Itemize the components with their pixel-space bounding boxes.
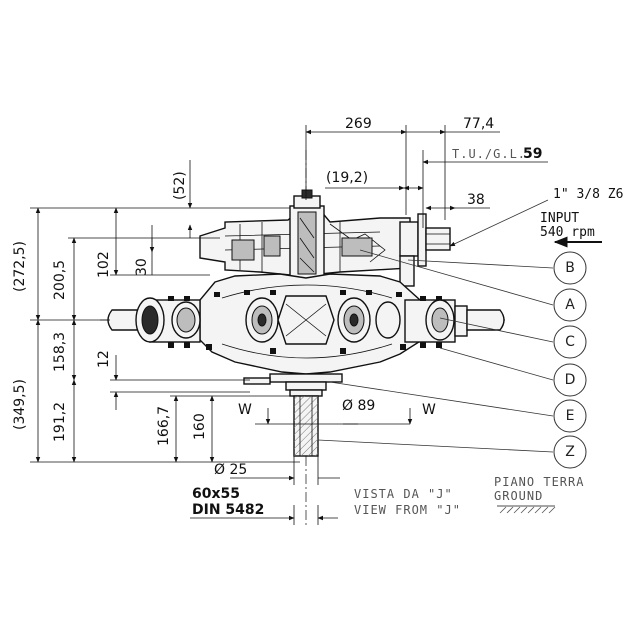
central-bevel-gear	[277, 295, 335, 345]
cross-shafts	[107, 295, 505, 345]
svg-text:B: B	[565, 260, 575, 276]
input-rpm: 540 rpm	[540, 225, 595, 240]
callout-d: D	[553, 363, 587, 397]
svg-text:D: D	[565, 372, 576, 388]
section-w-left: W	[238, 402, 252, 418]
shaft-standard: DIN 5482	[192, 502, 264, 518]
section-w-right: W	[422, 402, 436, 418]
input-shaft	[399, 213, 451, 287]
view-label-it: VISTA DA "J"	[354, 487, 453, 501]
input-label: INPUT	[540, 211, 579, 226]
ground-label-en: GROUND	[494, 489, 543, 503]
notes: 1" 3/8 Z6 INPUT 540 rpm 60x55 DIN 5482 V…	[192, 187, 623, 518]
dimension-labels: 269 77,4 T.U./G.L. 59 (19,2) 38 (52) (27…	[12, 116, 542, 478]
callout-leaders	[317, 249, 554, 453]
callout-z: Z	[553, 435, 587, 469]
gear-ring-center-right	[337, 297, 371, 343]
gear-ring-left-2	[171, 301, 201, 339]
dim-272-5: (272,5)	[12, 241, 28, 292]
gear-ring-left	[135, 297, 165, 343]
dim-77-4: 77,4	[463, 116, 494, 132]
dim-166-7: 166,7	[156, 406, 172, 446]
svg-text:A: A	[565, 297, 575, 313]
dim-269: 269	[345, 116, 372, 132]
gear-ring-right	[375, 299, 455, 341]
gearbox-assembly	[100, 150, 556, 525]
svg-text:E: E	[566, 408, 575, 424]
dim-200-5: 200,5	[52, 260, 68, 300]
dim-52: (52)	[172, 171, 188, 200]
ground-label-it: PIANO TERRA	[494, 475, 584, 489]
dimension-lines	[30, 125, 602, 525]
shaft-spec: 60x55	[192, 486, 240, 502]
dim-158-3: 158,3	[52, 332, 68, 372]
dim-160: 160	[192, 413, 208, 440]
callout-b: B	[553, 251, 587, 285]
callout-c: C	[553, 325, 587, 359]
view-label-en: VIEW FROM "J"	[354, 503, 461, 517]
callout-circles: B A C D E Z	[553, 251, 587, 469]
ground-line	[497, 505, 556, 514]
callout-a: A	[553, 288, 587, 322]
dim-tug-label: T.U./G.L.	[452, 147, 526, 161]
callout-e: E	[553, 399, 587, 433]
svg-text:C: C	[565, 334, 575, 350]
gear-ring-center-left	[245, 297, 279, 343]
spline-spec: 1" 3/8 Z6	[553, 187, 623, 202]
upper-housing	[199, 189, 411, 285]
dim-349-5: (349,5)	[12, 379, 28, 430]
dim-dia-89: Ø 89	[342, 398, 375, 414]
dim-tug-value: 59	[523, 146, 542, 162]
dim-30: 30	[134, 258, 150, 276]
dim-191-2: 191,2	[52, 402, 68, 442]
dim-19-2: (19,2)	[326, 170, 368, 186]
dim-102: 102	[96, 251, 112, 278]
svg-text:Z: Z	[565, 444, 575, 460]
output-section	[243, 373, 343, 457]
dim-dia-25: Ø 25	[214, 462, 247, 478]
dim-12: 12	[96, 350, 112, 368]
dim-38: 38	[467, 192, 485, 208]
